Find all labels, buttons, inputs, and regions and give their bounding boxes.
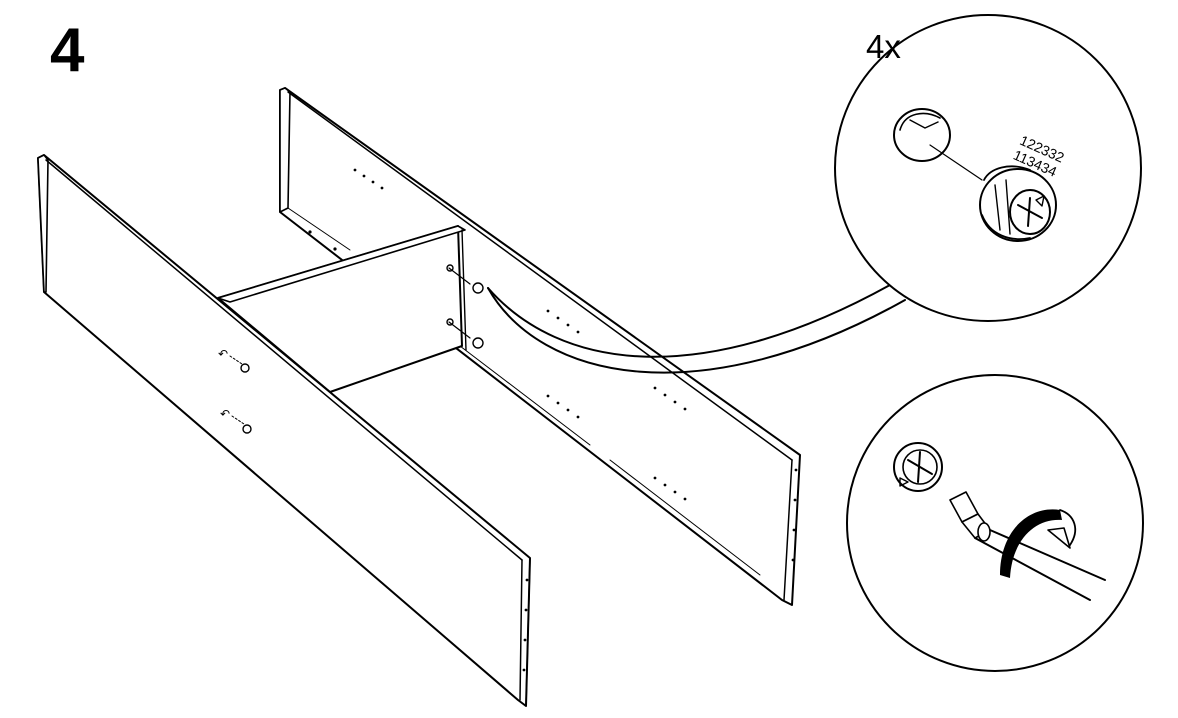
callout-connector: [487, 284, 891, 358]
screwdriver-icon: [949, 491, 1106, 601]
cam-marker-group: ↶ ↶: [218, 347, 252, 434]
middle-cross-panel: [217, 225, 484, 393]
detail-circle-screwdriver: [846, 374, 1144, 672]
step-number: 4: [50, 16, 85, 85]
back-side-panel: [279, 87, 801, 606]
svg-text:↶: ↶: [220, 407, 230, 421]
svg-text:↶: ↶: [218, 347, 228, 361]
rotate-arrow-icon: [1000, 509, 1077, 578]
cam-lock-part: [979, 165, 1057, 242]
hole-row: [522, 578, 529, 672]
front-side-panel: ↶ ↶: [37, 154, 531, 707]
detail-circle-cam-insert: [834, 14, 1142, 322]
hole-row: [308, 168, 798, 562]
cam-fitting-group: [446, 264, 484, 349]
quantity-label: 4x: [866, 28, 901, 65]
